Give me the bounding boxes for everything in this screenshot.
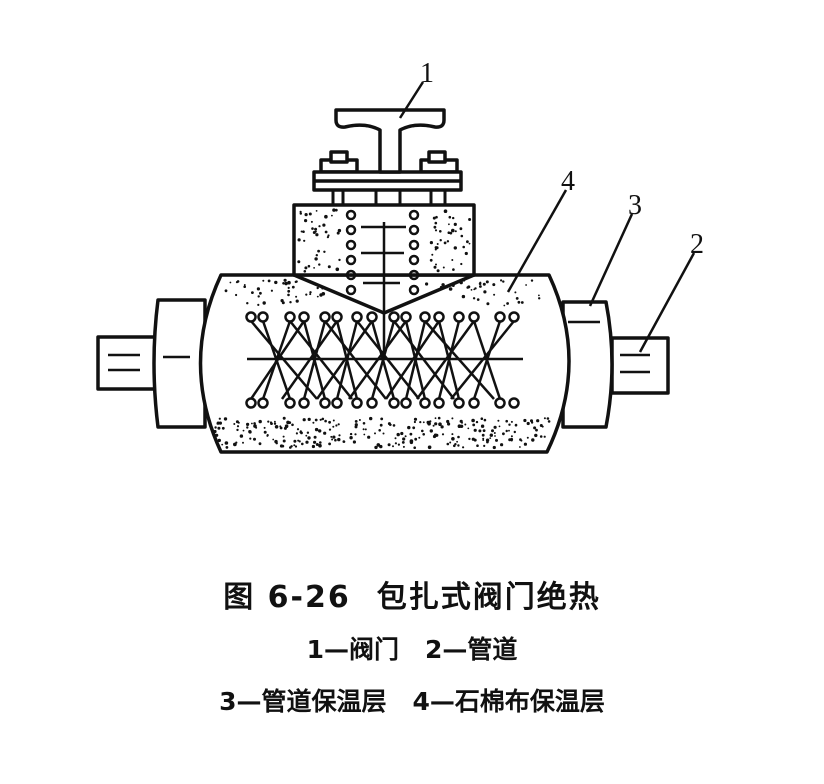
figure-caption: 图 6-26 包扎式阀门绝热 (0, 572, 824, 616)
tie-ring (408, 209, 420, 221)
label-1: 1 (420, 58, 434, 89)
leader-1 (398, 81, 425, 119)
tie-ring (408, 254, 420, 266)
legend-item-3: 3—管道保温层 (219, 687, 387, 716)
tie-ring (408, 224, 420, 236)
label-3: 3 (628, 190, 642, 221)
right-pipe (610, 336, 670, 395)
valve-insulation-diagram: 1 4 3 2 (96, 58, 704, 454)
label-2: 2 (690, 229, 704, 260)
tie-ring (345, 269, 357, 281)
legend-item-4: 4—石棉布保温层 (412, 687, 605, 716)
wire-binding (245, 209, 523, 409)
leader-3 (588, 213, 634, 307)
leader-4 (506, 189, 568, 293)
tie-ring (408, 239, 420, 251)
figure-title: 包扎式阀门绝热 (376, 580, 601, 615)
tie-ring (345, 284, 357, 296)
valve-handle (334, 108, 446, 174)
legend-line-2: 3—管道保温层 4—石棉布保温层 (0, 682, 824, 718)
legend-item-1: 1—阀门 (306, 635, 399, 664)
left-pipe-insulation (152, 298, 207, 429)
tie-ring (508, 397, 520, 409)
right-pipe-insulation (561, 300, 614, 429)
insulation-stipple (213, 208, 551, 450)
flange-bolts (331, 190, 447, 205)
tie-ring (408, 269, 420, 281)
figure-number: 图 6-26 (223, 580, 351, 615)
label-4: 4 (561, 166, 575, 197)
left-pipe (96, 335, 162, 391)
tie-ring (345, 239, 357, 251)
legend-item-2: 2—管道 (425, 635, 518, 664)
tie-ring (408, 284, 420, 296)
legend-line-1: 1—阀门 2—管道 (0, 630, 824, 666)
tie-ring (345, 209, 357, 221)
tie-ring (345, 254, 357, 266)
tie-ring (345, 224, 357, 236)
leader-2 (638, 252, 696, 353)
